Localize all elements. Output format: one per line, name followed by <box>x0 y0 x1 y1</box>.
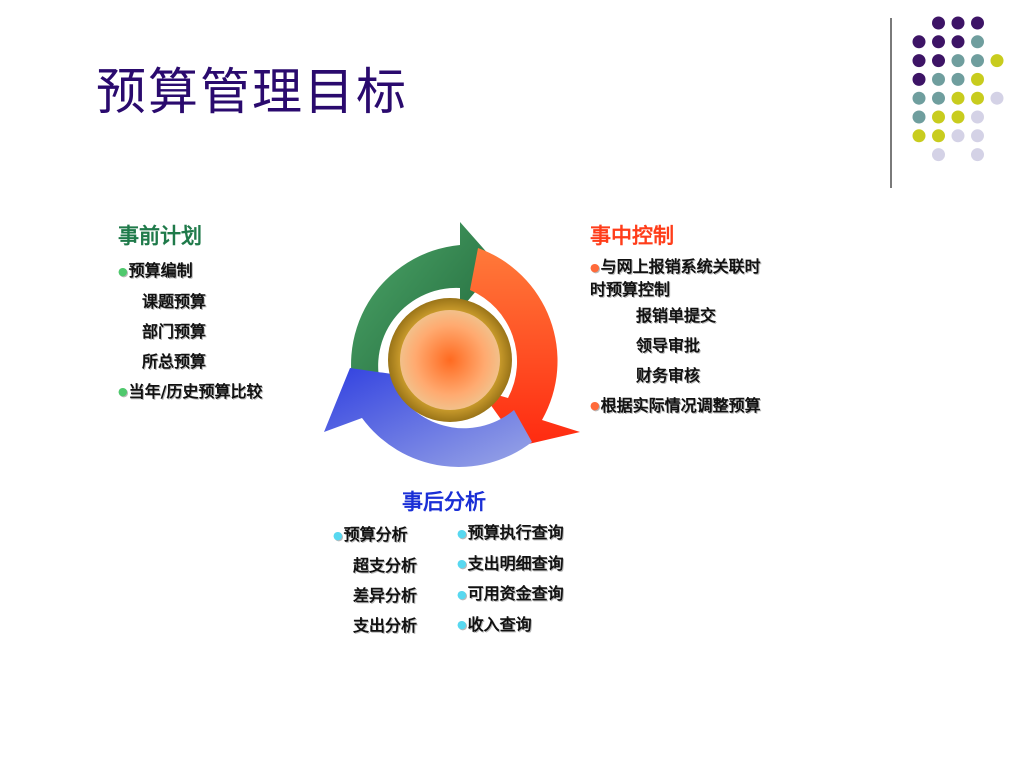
list-item-text: 领导审批 <box>636 335 701 355</box>
list-item-text: 可用资金查询 <box>467 584 564 603</box>
list-item: 领导审批 <box>590 331 761 361</box>
decor-dot <box>951 110 965 124</box>
list-item: 支出分析 <box>333 611 417 641</box>
list-item-text: 预算分析 <box>343 525 408 544</box>
list-item: ●预算执行查询 <box>457 518 564 549</box>
list-item-text: 支出明细查询 <box>467 553 564 573</box>
decor-dot <box>971 148 984 162</box>
bullet-dot-icon: ● <box>333 528 343 542</box>
bullet-dot-icon: ● <box>590 399 600 412</box>
list-item: 报销单提交 <box>590 301 761 331</box>
decor-dot <box>971 72 984 86</box>
bullet-dot-icon: ● <box>118 385 128 398</box>
decor-dot <box>932 129 945 143</box>
decor-dot <box>912 129 926 143</box>
list-item-text: 预算执行查询 <box>467 523 564 542</box>
list-item-text: 收入查询 <box>467 614 532 634</box>
list-item-text: 部门预算 <box>142 321 207 341</box>
bullet-dot-icon: ● <box>457 587 467 601</box>
list-item-text: 报销单提交 <box>636 305 717 325</box>
decor-dot <box>912 110 926 124</box>
decor-dot <box>912 72 926 86</box>
decor-dot <box>912 35 926 49</box>
decor-dot <box>971 35 984 49</box>
list-item-text: 所总预算 <box>142 351 207 371</box>
analysis-heading: 事后分析 <box>402 490 486 514</box>
control-last-text: 根据实际情况调整预算 <box>600 395 761 415</box>
decor-dot <box>971 16 984 30</box>
decor-dot <box>932 54 945 68</box>
control-intro-line1: 与网上报销系统关联时 <box>600 257 761 276</box>
list-item: 超支分析 <box>333 551 417 581</box>
analysis-right-list: ●预算执行查询●支出明细查询●可用资金查询●收入查询 <box>457 518 564 640</box>
decor-dot <box>971 129 984 143</box>
decor-dot <box>971 54 984 68</box>
decorative-dot-grid <box>912 16 1004 162</box>
green-arrow <box>351 222 498 410</box>
decor-dot <box>932 148 945 162</box>
bullet-dot-icon: ● <box>457 526 467 540</box>
decor-dot <box>912 54 926 68</box>
control-intro-cont: 时预算控制 <box>590 279 671 299</box>
decor-dot <box>932 91 945 105</box>
decor-dot <box>951 16 965 30</box>
decor-dot <box>951 54 965 68</box>
plan-section: 事前计划 ●预算编制课题预算部门预算所总预算●当年/历史预算比较 <box>118 220 262 407</box>
plan-heading: 事前计划 <box>118 224 202 248</box>
decor-dot <box>932 35 945 49</box>
header-divider <box>890 18 892 188</box>
list-item: ●预算分析 <box>333 520 417 551</box>
blue-arrow <box>324 368 532 467</box>
list-item-text: 财务审核 <box>636 365 701 385</box>
list-item: 课题预算 <box>118 287 262 317</box>
list-item: 所总预算 <box>118 347 262 377</box>
page-title: 预算管理目标 <box>96 63 408 121</box>
list-item-text: 当年/历史预算比较 <box>128 381 263 401</box>
decor-dot <box>912 91 926 105</box>
bullet-dot-icon: ● <box>457 557 467 570</box>
list-item: 差异分析 <box>333 581 417 611</box>
control-section: 事中控制 ●与网上报销系统关联时 时预算控制 报销单提交领导审批财务审核 ●根据… <box>590 220 761 421</box>
list-item: ●可用资金查询 <box>457 579 564 610</box>
bullet-dot-icon: ● <box>118 264 128 278</box>
list-item-text: 课题预算 <box>142 291 207 311</box>
list-item: ●当年/历史预算比较 <box>118 377 262 408</box>
decor-dot <box>951 91 965 105</box>
list-item-text: 差异分析 <box>353 585 418 605</box>
decor-dot <box>990 54 1004 68</box>
decor-dot <box>932 72 945 86</box>
control-last: ●根据实际情况调整预算 <box>590 391 761 422</box>
decor-dot <box>932 110 945 124</box>
control-intro: ●与网上报销系统关联时 <box>590 256 761 279</box>
bullet-dot-icon: ● <box>590 260 600 274</box>
analysis-left-list: ●预算分析超支分析差异分析支出分析 <box>333 520 417 641</box>
cycle-arrows-icon <box>324 222 580 467</box>
decor-dot <box>990 91 1004 105</box>
list-item: 部门预算 <box>118 317 262 347</box>
list-item: ●收入查询 <box>457 610 564 641</box>
control-heading: 事中控制 <box>590 224 674 248</box>
decor-dot <box>951 35 965 49</box>
decor-dot <box>971 110 984 124</box>
core-center <box>400 310 500 410</box>
list-item: 财务审核 <box>590 361 761 391</box>
list-item-text: 预算编制 <box>128 261 193 280</box>
list-item-text: 支出分析 <box>353 615 418 635</box>
decor-dot <box>951 72 965 86</box>
list-item: ●支出明细查询 <box>457 549 564 580</box>
list-item: ●预算编制 <box>118 256 262 287</box>
decor-dot <box>971 91 984 105</box>
decor-dot <box>951 129 965 143</box>
bullet-dot-icon: ● <box>457 618 467 631</box>
decor-dot <box>932 16 945 30</box>
list-item-text: 超支分析 <box>353 555 418 575</box>
